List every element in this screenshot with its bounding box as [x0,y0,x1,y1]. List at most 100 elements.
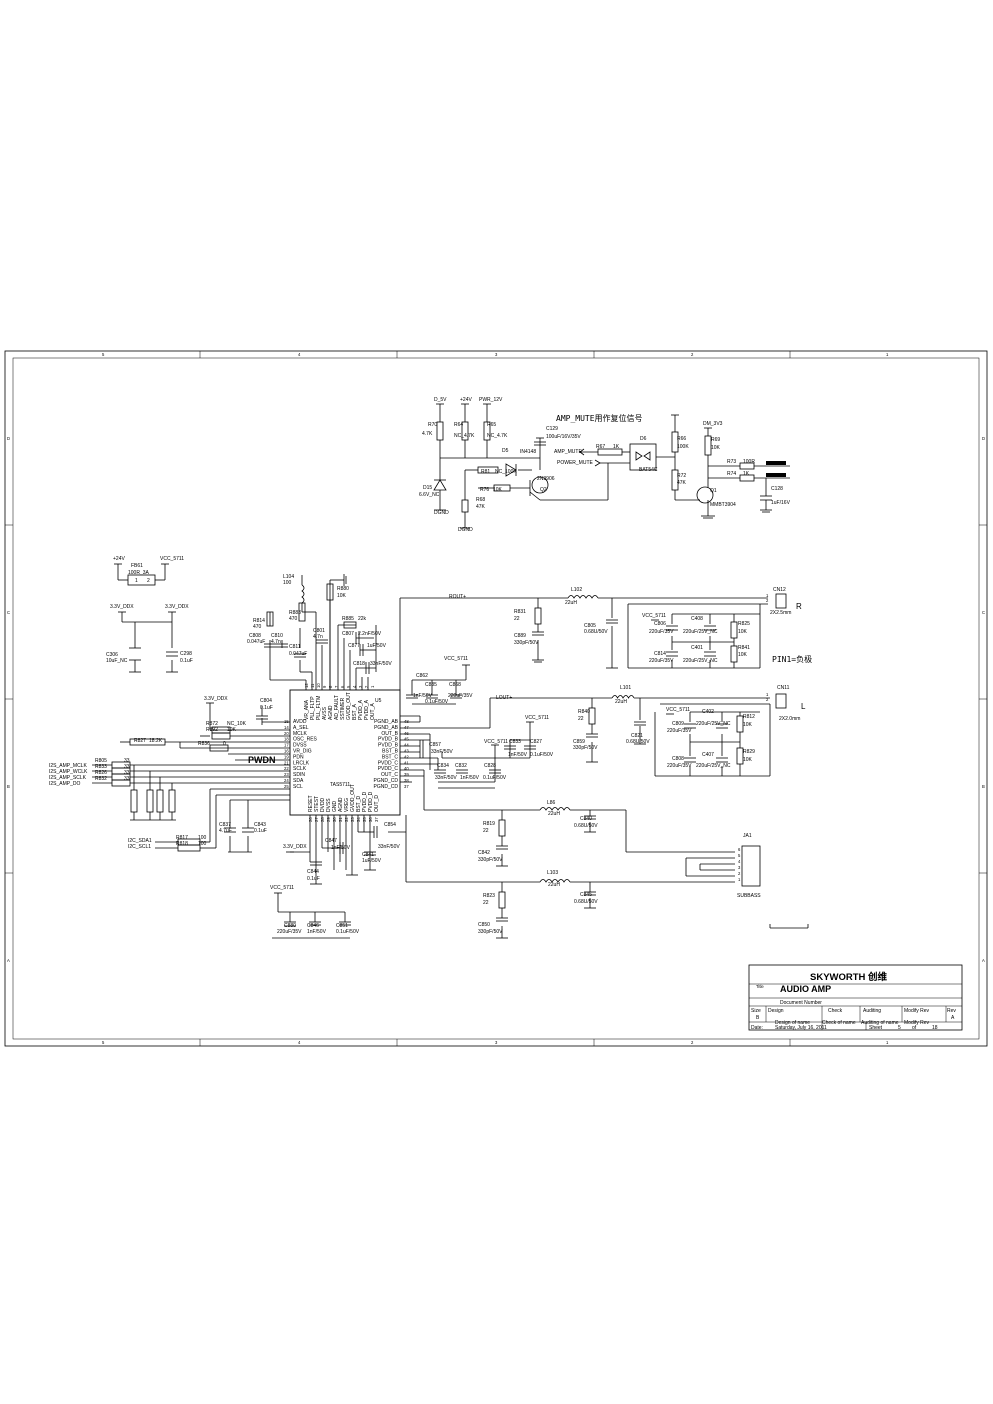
sheet-count: 18 [932,1025,938,1031]
component-label: C845 [580,892,592,898]
component-label: 330pF/50V [478,857,503,863]
component-label: 2.2nF/50V [358,631,382,637]
component-label: 3.3V_DDX [110,604,134,610]
component-label: C810 [271,633,283,639]
ic-pin-number: 12 [304,683,309,688]
component-label: C805 [584,623,596,629]
component-label: C808 [672,756,684,762]
svg-text:2: 2 [766,697,769,702]
ic-pin-number: 15 [284,719,289,724]
design-of-name: Design of name [775,1020,810,1026]
ic-pin-number: 47 [404,725,409,730]
component-label: 0.1uF [260,705,273,711]
ic-pin-number: 36 [368,817,373,822]
ic-pin-number: 7 [334,685,339,688]
ic-pin-name: PGND_CD [374,784,399,790]
doc-number-label: Document Number [780,1000,822,1006]
component-label: C862 [416,673,428,679]
resistor-r841 [730,645,738,663]
ic-pin-name: OSC_RES [293,737,318,743]
resistor-r818 [177,844,201,852]
component-label: R69 [711,437,720,443]
ic-pin-number: 41 [404,760,409,765]
resistor-r70 [436,421,444,441]
resistor-r825 [730,621,738,639]
component-label: C833 [509,739,521,745]
channel-right: R [796,602,802,611]
ic-tas5711: U5 TAS5711 AVDD15A_SEL14MCLK20OSC_RES18D… [284,683,409,822]
component-label: 4.7K [422,431,433,437]
component-label: 2X2.0mm [779,716,800,722]
component-label: 100 [198,841,207,847]
transistor-q2 [531,476,549,494]
frame-col-top: 1 [886,352,889,357]
ic-pin-number: 1 [370,685,375,688]
resistor-r880 [326,583,334,601]
svg-text:5: 5 [738,853,741,858]
component-label: R819 [483,821,495,827]
svg-text:2: 2 [766,598,769,603]
component-label: 47K [476,504,486,510]
frame-row-right: B [982,784,985,789]
component-label: C811 [289,644,301,650]
component-label: POWER_MUTE [557,460,594,466]
component-label: C837 [219,822,231,828]
date-value: Saturday, July 16, 2011 [775,1025,827,1031]
component-label: C129 [546,426,558,432]
component-label: +24V [460,397,472,403]
component-label: 10K [743,722,753,728]
component-label: LOUT+ [496,695,512,701]
component-label: C850 [478,922,490,928]
resistor-r73 [739,462,755,470]
frame-col-top: 2 [691,352,694,357]
resistor-r64 [461,421,469,441]
component-label: CN12 [773,587,786,593]
channel-left: L [801,702,806,711]
svg-text:1: 1 [766,692,769,697]
component-label: 330pF/50V [514,640,539,646]
component-label: R841 [738,645,750,651]
ic-pin-number: 19 [284,754,289,759]
modify-rev-value: Modify Rev [904,1020,930,1026]
component-label: 0 [223,741,226,747]
component-label: R826 [95,770,107,776]
svg-text:1: 1 [766,593,769,598]
component-label: I2C_SDA1 [128,838,152,844]
ic-pin-name: DVDD [320,797,326,812]
frame-row-right: D [982,436,985,441]
component-label: R814 [253,618,265,624]
ic-pin-number: 8 [328,685,333,688]
ic-pin-name: DVSS [326,798,332,812]
inductor-l101 [611,695,635,699]
title-block: SKYWORTH 创维 Title AUDIO AMP Document Num… [748,964,963,1031]
resistor-array [130,789,138,813]
ic-pin-number: 35 [362,817,367,822]
component-label: R67 [596,444,605,450]
ic-pin-name: SDA [293,778,304,784]
ic-pin-number: 3 [358,685,363,688]
ic-pin-name: PVDD_C [378,766,399,772]
ic-pin-name: OUT_B [381,731,398,737]
rev-label: Rev [947,1008,956,1014]
component-label: L86 [547,800,556,806]
diode-pair-d6 [629,443,657,471]
ic-pin-name: OUT_A [370,703,376,720]
component-label: R823 [483,893,495,899]
note-amp-mute: AMP_MUTE用作复位信号 [556,413,643,423]
component-label: 0.1uF [307,876,320,882]
svg-text:4: 4 [738,859,741,864]
component-label: 1uF/50V [367,643,387,649]
component-label: 4.7uF [219,828,232,834]
component-label: C807 [342,631,354,637]
component-label: L103 [547,870,558,876]
component-label: 0.1uF [180,658,193,664]
component-label: 4.7n [271,639,281,645]
component-label: 470 [253,624,262,630]
ic-pin-number: 38 [404,778,409,783]
ic-pin-name: PLL_FLTM [316,696,322,720]
component-label: R872 [206,721,218,727]
ic-pin-number: 20 [284,731,289,736]
component-label: 10K [738,652,748,658]
ic-pin-number: 23 [284,772,289,777]
ic-pin-name: GND [332,801,338,813]
